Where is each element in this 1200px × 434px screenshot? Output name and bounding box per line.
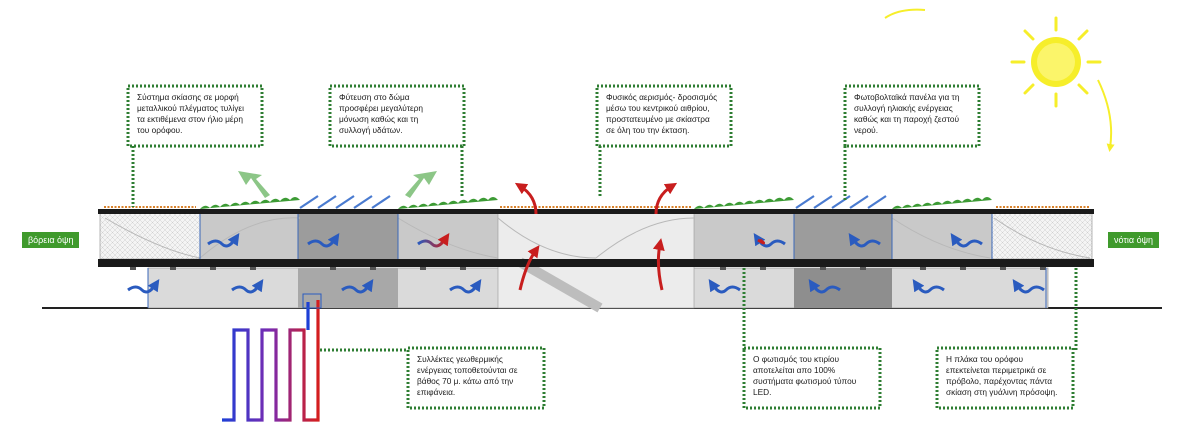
photovoltaic-panels	[299, 195, 887, 209]
sun-path-arrow	[884, 8, 1115, 152]
warm-air-arrows	[514, 182, 678, 291]
upper-module	[694, 213, 794, 259]
roof-slab	[98, 206, 1094, 214]
upper-module	[298, 213, 398, 259]
south-facade-label: νότια όψη	[1108, 232, 1160, 248]
atrium-stair	[517, 257, 603, 313]
shading-system-note: Σύστημα σκίασης σε μορφή μεταλλικού πλέγ…	[137, 92, 244, 135]
upper-module	[200, 213, 298, 259]
callout-leaders	[126, 84, 1078, 410]
facade-mullions	[147, 214, 1047, 308]
upper-module	[398, 213, 498, 259]
led-fixtures	[130, 267, 1046, 270]
roof-planting-note: Φύτευση στο δώμα προσφέρει μεγαλύτερη μό…	[339, 92, 424, 135]
green-roof	[200, 197, 992, 209]
geothermal-collectors	[222, 300, 320, 422]
green-air-outlet-icon	[238, 171, 437, 198]
upper-module	[794, 213, 892, 259]
north-facade-label: βόρεια όψη	[22, 232, 80, 248]
cantilever-slab-note: Η πλάκα του ορόφου επεκτείνεται περιμετρ…	[946, 354, 1058, 397]
led-lighting-note: Ο φωτισμός του κτιρίου αποτελείται απο 1…	[753, 354, 857, 397]
upper-module	[892, 213, 992, 259]
geothermal-note: Συλλέκτες γεωθερμικής ενέργειας τοποθετο…	[417, 354, 518, 397]
air-arrow	[757, 238, 765, 245]
ground-module	[794, 268, 892, 308]
geothermal-pump	[302, 293, 322, 309]
photovoltaic-note: Φωτοβολταϊκά πανέλα για τη συλλογή ηλιακ…	[854, 92, 960, 135]
shading-arcs	[104, 217, 1091, 259]
sun-icon	[1010, 16, 1102, 108]
natural-ventilation-note: Φυσικός αερισμός- δροσισμός μέσω του κεν…	[606, 92, 718, 135]
intermediate-slab	[98, 259, 1094, 267]
